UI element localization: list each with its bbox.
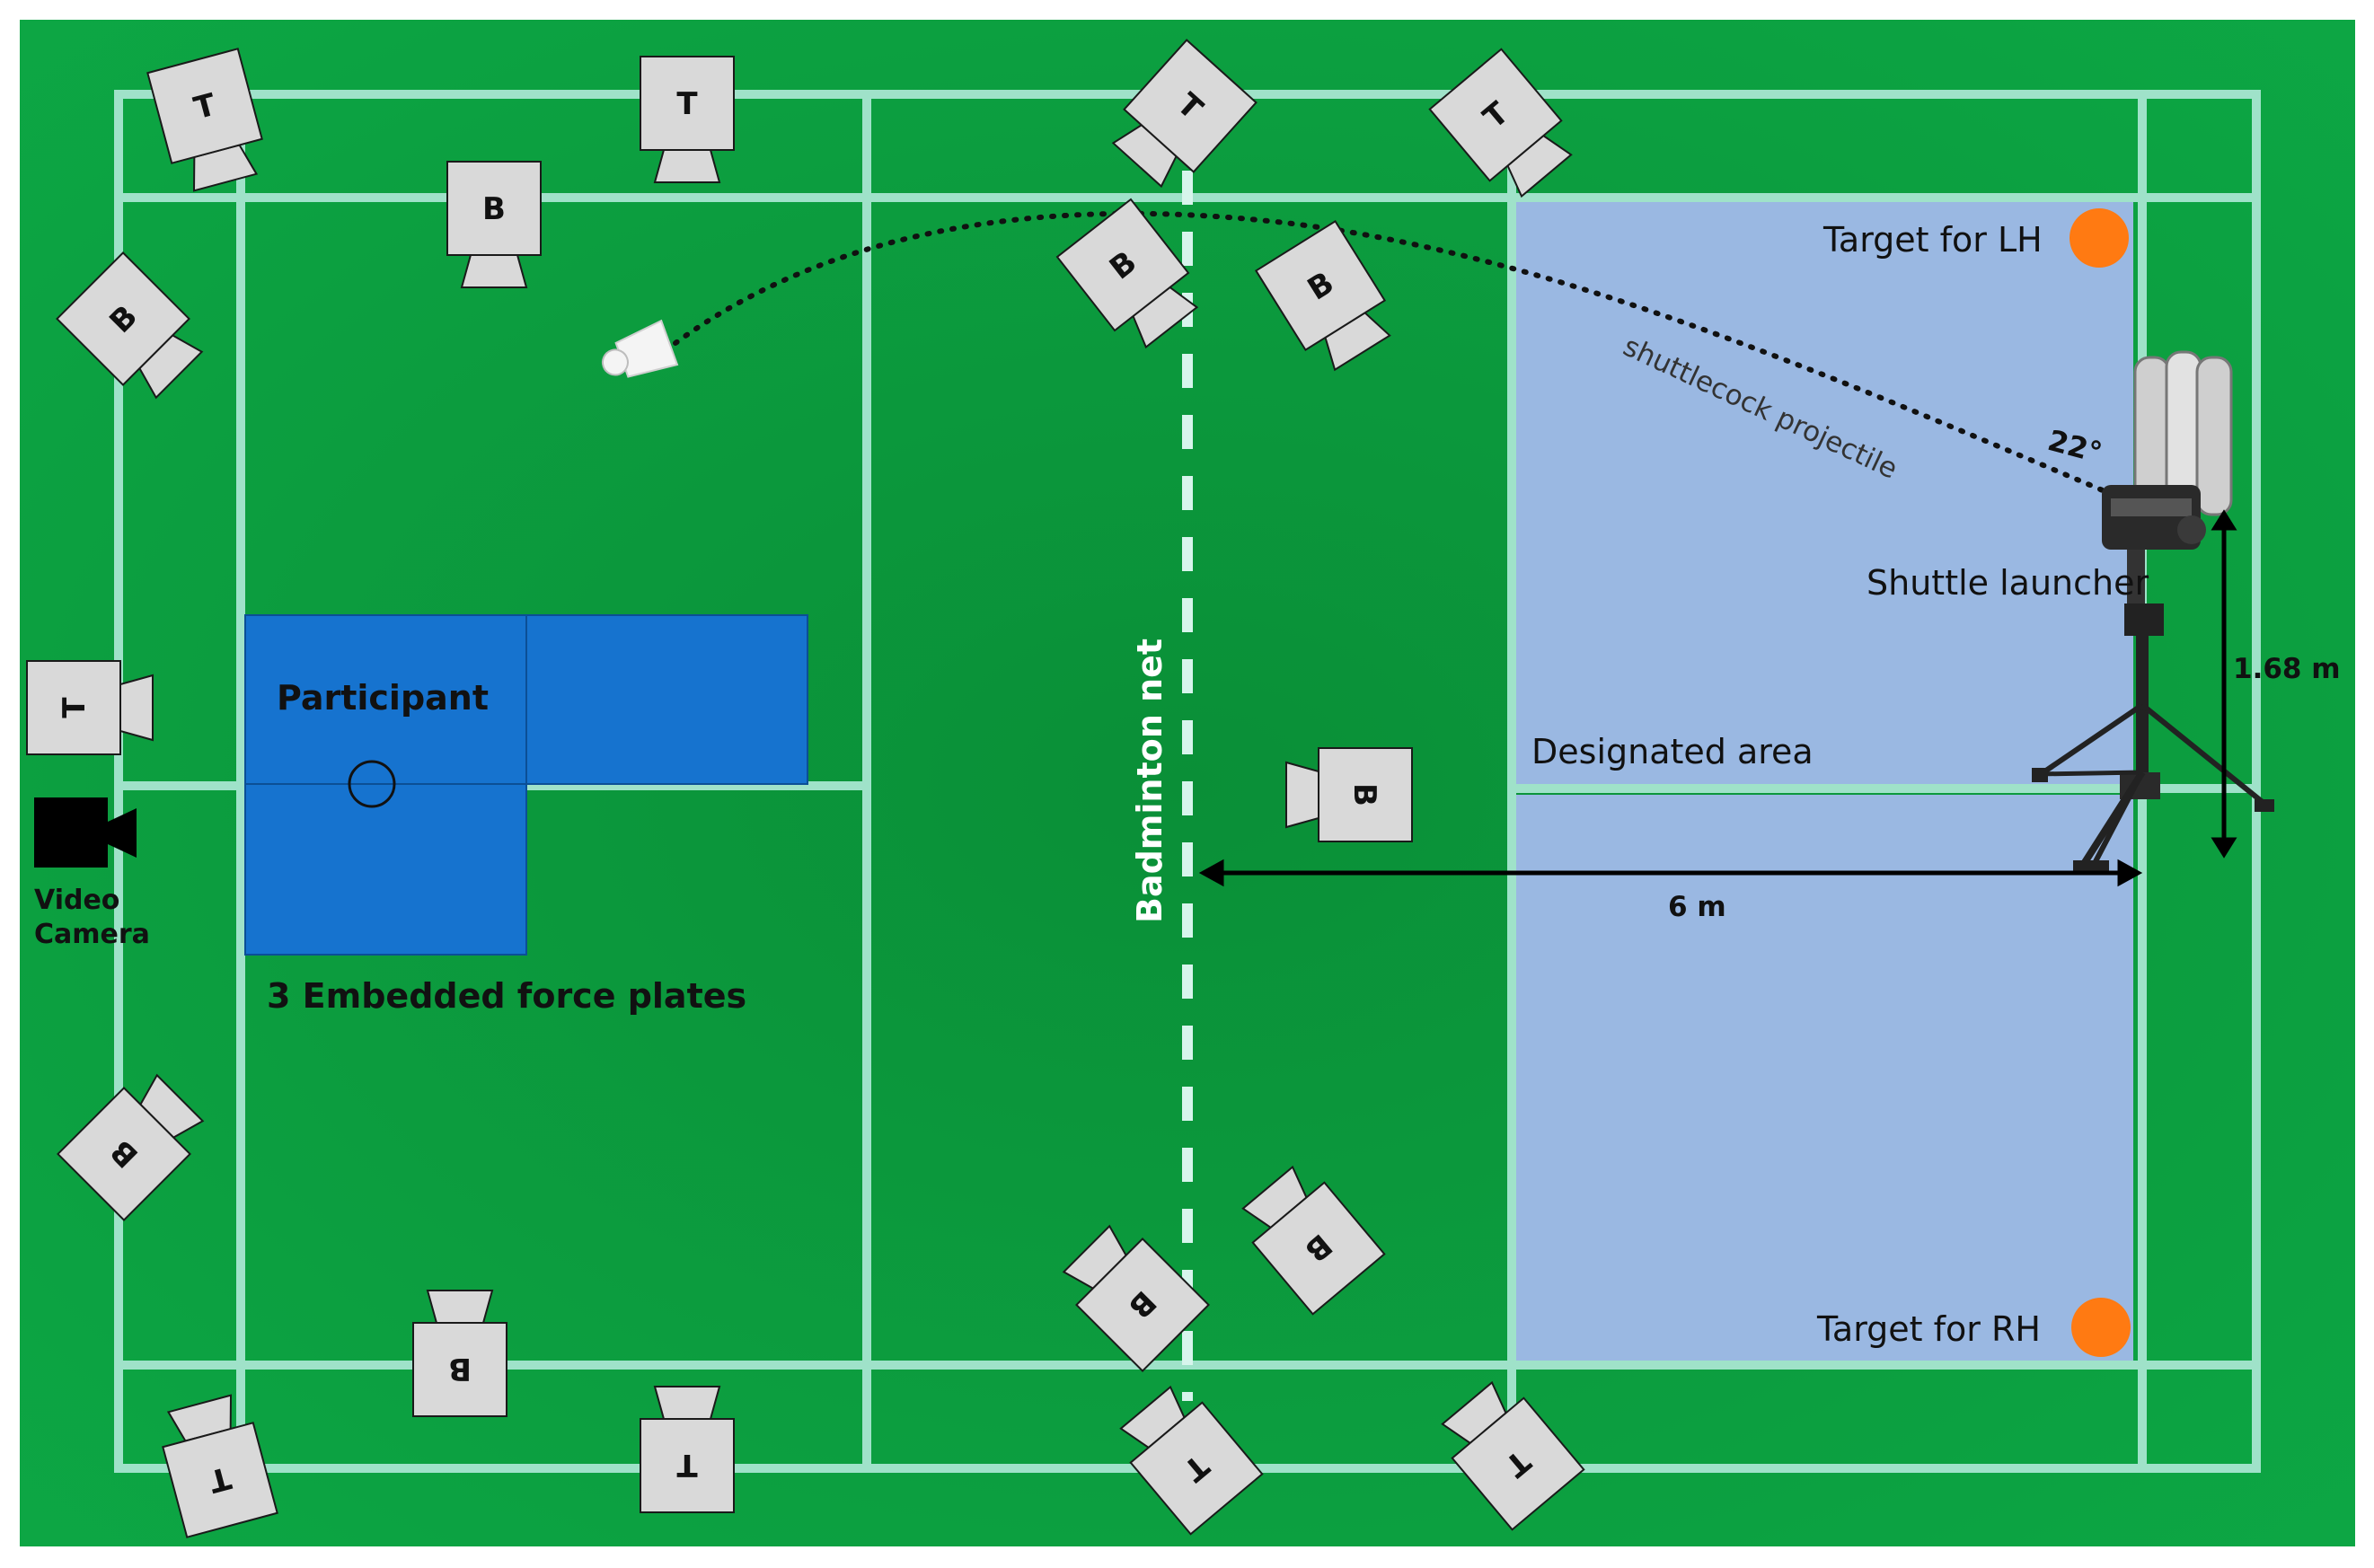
camera-icon-b-14: B xyxy=(1241,1165,1386,1316)
camera-icon-b-7: B xyxy=(1055,198,1199,349)
camera-icon-b-6: B xyxy=(56,251,204,400)
net-label: Badminton net xyxy=(1130,639,1169,923)
shuttlecock-icon xyxy=(601,319,679,378)
distance-label: 6 m xyxy=(1668,891,1726,923)
camera-icon-t-17: T xyxy=(1119,1385,1264,1536)
height-dimension xyxy=(2211,509,2237,859)
camera-icon-b-11: B xyxy=(57,1073,205,1221)
designated-area-bottom xyxy=(1514,795,2133,1361)
distance-dimension xyxy=(1198,859,2143,887)
force-plates xyxy=(244,614,808,956)
shuttle-launcher-icon xyxy=(2032,350,2274,871)
camera-icon-t-18: T xyxy=(1441,1380,1585,1531)
target-rh-dot xyxy=(2071,1298,2131,1357)
video-camera-icon xyxy=(34,797,137,868)
participant-position-marker xyxy=(348,760,396,808)
participant-label: Participant xyxy=(277,678,489,718)
camera-icon-t-9: T xyxy=(26,660,154,755)
target-lh-dot xyxy=(2070,208,2129,268)
camera-icon-b-13: B xyxy=(1062,1224,1210,1372)
target-lh-label: Target for LH xyxy=(1822,220,2043,260)
shuttle-launcher-label: Shuttle launcher xyxy=(1867,563,2149,603)
camera-icon-t-1: T xyxy=(146,48,263,192)
camera-icon-b-12: B xyxy=(412,1290,507,1417)
video-camera-label-line2: Camera xyxy=(34,919,150,950)
camera-letter: B xyxy=(448,1351,472,1387)
camera-icon-b-5: B xyxy=(446,161,542,288)
camera-icon-t-3: T xyxy=(1111,39,1258,189)
camera-icon-t-16: T xyxy=(640,1386,735,1513)
designated-area-top xyxy=(1514,202,2133,786)
force-plate-2 xyxy=(525,614,808,785)
shuttle-trajectory xyxy=(673,210,2118,498)
camera-letter: B xyxy=(1346,783,1382,806)
designated-area-label: Designated area xyxy=(1531,732,1814,771)
camera-icon-t-2: T xyxy=(640,56,735,183)
camera-letter: T xyxy=(57,697,93,718)
video-camera-label-line1: Video xyxy=(34,885,119,916)
camera-icon-t-4: T xyxy=(1428,48,1573,198)
camera-letter: T xyxy=(676,1447,698,1483)
camera-icon-b-10: B xyxy=(1285,747,1413,842)
force-plate-1 xyxy=(244,614,527,785)
height-label: 1.68 m xyxy=(2233,653,2341,685)
camera-letter: T xyxy=(676,86,698,122)
force-plates-label: 3 Embedded force plates xyxy=(267,976,746,1016)
camera-icon-t-15: T xyxy=(162,1394,278,1538)
force-plate-3 xyxy=(244,783,527,956)
camera-letter: B xyxy=(482,191,506,227)
camera-icon-b-8: B xyxy=(1254,219,1391,372)
target-rh-label: Target for RH xyxy=(1816,1309,2041,1349)
